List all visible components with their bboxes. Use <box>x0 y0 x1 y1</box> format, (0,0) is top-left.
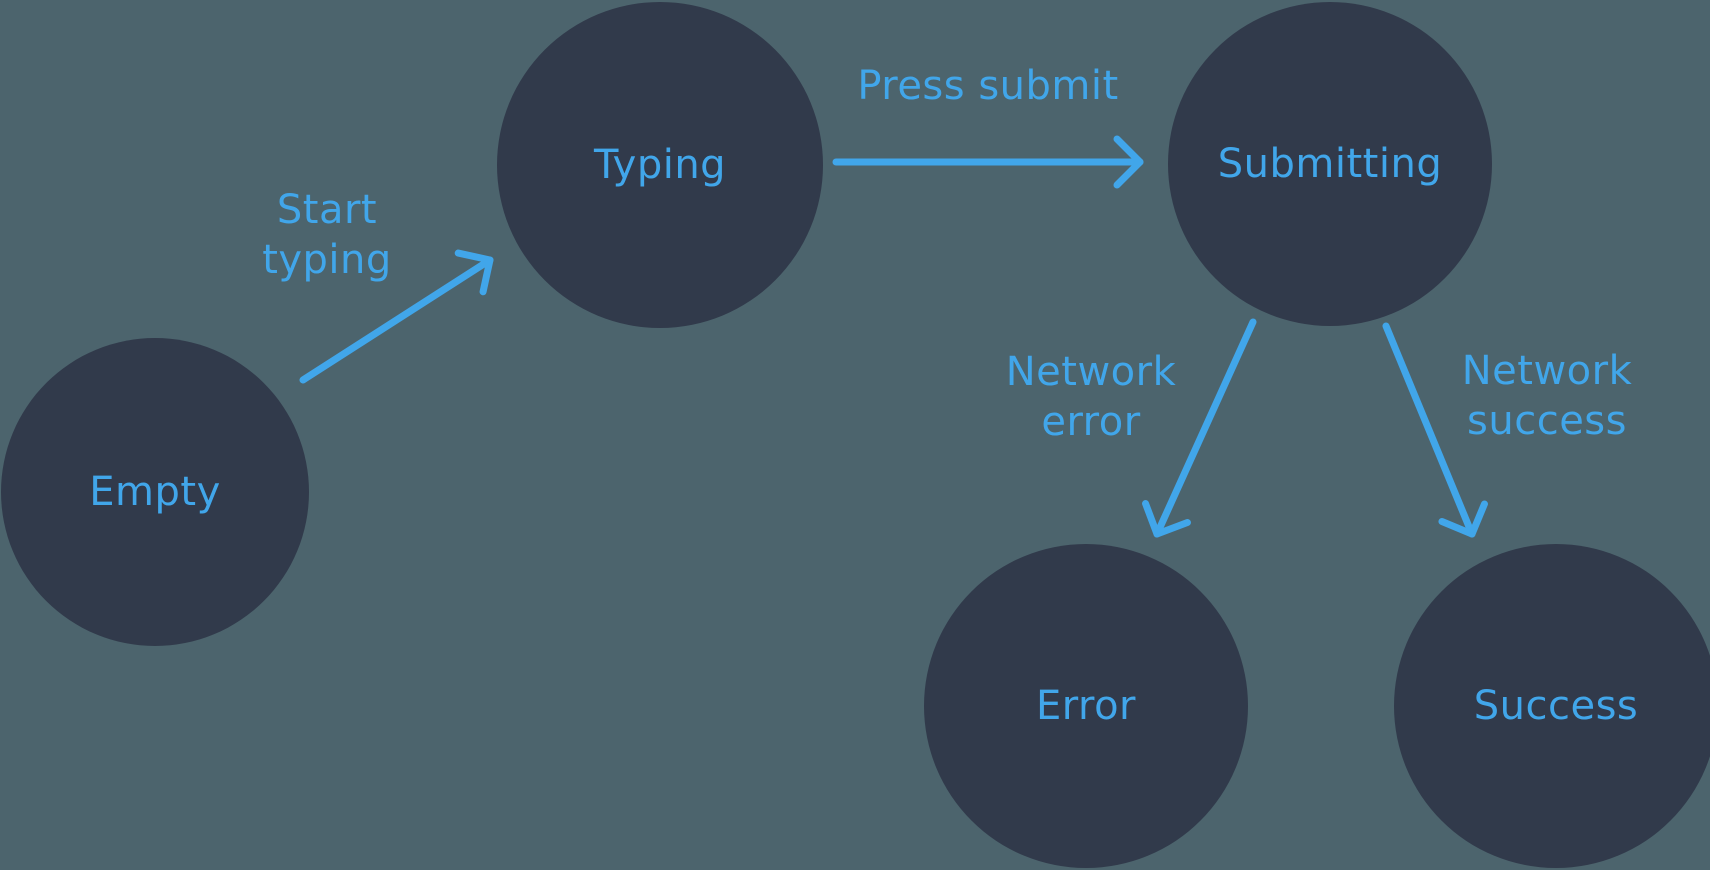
edge-label-network-error: Network error <box>1005 349 1177 445</box>
state-node-error: Error <box>924 544 1248 868</box>
edge-label-start-typing: Start typing <box>262 187 392 283</box>
state-node-success-label: Success <box>1473 683 1639 729</box>
state-node-typing: Typing <box>497 2 823 328</box>
state-node-typing-label: Typing <box>593 142 727 188</box>
state-node-empty: Empty <box>1 338 309 646</box>
edge-label-network-success: Network success <box>1461 348 1633 444</box>
state-node-submitting: Submitting <box>1168 2 1492 326</box>
state-node-empty-label: Empty <box>89 469 221 515</box>
state-node-success: Success <box>1394 544 1710 868</box>
state-node-submitting-label: Submitting <box>1217 141 1443 187</box>
state-node-error-label: Error <box>1036 683 1136 729</box>
edge-label-press-submit: Press submit <box>857 63 1119 109</box>
